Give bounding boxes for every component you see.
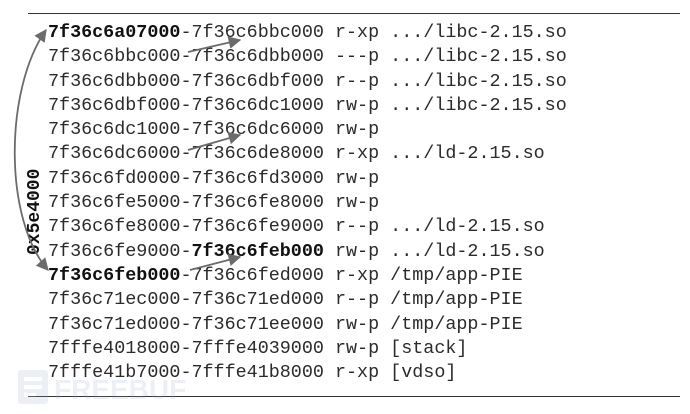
offset-label: 0x5e4000 (25, 168, 45, 256)
row-start-address: 7f36c71ec000 (48, 289, 181, 311)
row-start-address: 7f36c71ed000 (48, 313, 181, 335)
row-path: .../libc-2.15.so (390, 22, 567, 43)
row-separator: - (180, 264, 192, 286)
row-separator: - (180, 362, 192, 384)
row-separator: - (180, 70, 192, 92)
row-end-address: 7f36c71ee000 (191, 313, 324, 335)
freebuf-logo-icon (18, 370, 48, 404)
map-row: 7f36c71ec000-7f36c71ed000 r--p /tmp/app-… (48, 288, 567, 312)
row-separator: - (180, 216, 192, 238)
bottom-rule (28, 396, 680, 397)
row-path: .../ld-2.15.so (390, 143, 545, 165)
freebuf-watermark-text: FREEBUF (54, 374, 186, 405)
row-permissions: ---p (334, 46, 380, 68)
row-end-address: 7f36c6fe9000 (191, 216, 324, 238)
row-start-address: 7fffe41b7000 (48, 362, 181, 384)
row-permissions: rw-p (334, 167, 380, 189)
row-start-address: 7f36c6fe9000 (48, 240, 181, 262)
row-end-address: 7f36c6dbb000 (191, 46, 324, 68)
freebuf-watermark: FREEBUF (18, 370, 186, 405)
row-end-address: 7f36c6bbc000 (191, 22, 324, 43)
row-permissions: rw-p (334, 192, 380, 214)
row-permissions: r-xp (334, 264, 380, 286)
row-permissions: r--p (334, 216, 380, 238)
row-separator: - (180, 313, 192, 335)
row-path: [vdso] (390, 362, 457, 384)
row-permissions: r-xp (334, 362, 380, 384)
row-separator: - (180, 337, 192, 359)
row-separator: - (180, 94, 192, 116)
map-row: 7f36c6dc6000-7f36c6de8000 r-xp .../ld-2.… (48, 142, 567, 166)
map-row: 7f36c6fe8000-7f36c6fe9000 r--p .../ld-2.… (48, 215, 567, 239)
row-permissions: rw-p (334, 313, 380, 335)
row-start-address: 7f36c6fe5000 (48, 192, 181, 214)
map-row: 7f36c6dc1000-7f36c6dc6000 rw-p (48, 118, 567, 142)
row-end-address: 7f36c6fed000 (191, 264, 324, 286)
row-end-address: 7f36c6dc6000 (191, 119, 324, 141)
map-row: 7f36c6dbf000-7f36c6dc1000 rw-p .../libc-… (48, 94, 567, 118)
row-permissions: rw-p (334, 240, 380, 262)
row-end-address: 7f36c6dc1000 (191, 94, 324, 116)
row-start-address: 7f36c6a07000 (48, 22, 181, 43)
row-separator: - (180, 22, 192, 43)
row-path: [stack] (390, 337, 468, 359)
row-start-address: 7f36c6fe8000 (48, 216, 181, 238)
row-permissions: rw-p (334, 337, 380, 359)
map-row: 7f36c6a07000-7f36c6bbc000 r-xp .../libc-… (48, 21, 567, 45)
row-separator: - (180, 240, 192, 262)
row-separator: - (180, 46, 192, 68)
row-start-address: 7f36c6fd0000 (48, 167, 181, 189)
row-start-address: 7fffe4018000 (48, 337, 181, 359)
memory-map-table: 7f36c6a07000-7f36c6bbc000 r-xp .../libc-… (48, 21, 567, 385)
row-start-address: 7f36c6dbb000 (48, 70, 181, 92)
row-path: .../libc-2.15.so (390, 94, 567, 116)
row-permissions: rw-p (334, 119, 380, 141)
row-separator: - (180, 119, 192, 141)
row-end-address: 7fffe4039000 (191, 337, 324, 359)
map-row: 7f36c6feb000-7f36c6fed000 r-xp /tmp/app-… (48, 264, 567, 288)
row-separator: - (180, 167, 192, 189)
row-path: /tmp/app-PIE (390, 264, 523, 286)
row-path: /tmp/app-PIE (390, 289, 523, 311)
row-end-address: 7f36c71ed000 (191, 289, 324, 311)
row-end-address: 7fffe41b8000 (191, 362, 324, 384)
map-row: 7f36c6fe5000-7f36c6fe8000 rw-p (48, 191, 567, 215)
row-start-address: 7f36c6feb000 (48, 264, 181, 286)
row-start-address: 7f36c6dbf000 (48, 94, 181, 116)
map-row: 7fffe4018000-7fffe4039000 rw-p [stack] (48, 337, 567, 361)
row-end-address: 7f36c6dbf000 (191, 70, 324, 92)
row-end-address: 7f36c6de8000 (191, 143, 324, 165)
map-row: 7fffe41b7000-7fffe41b8000 r-xp [vdso] (48, 361, 567, 385)
map-row: 7f36c6dbb000-7f36c6dbf000 r--p .../libc-… (48, 70, 567, 94)
row-separator: - (180, 192, 192, 214)
row-end-address: 7f36c6fe8000 (191, 192, 324, 214)
row-permissions: r--p (334, 289, 380, 311)
row-start-address: 7f36c6dc1000 (48, 119, 181, 141)
row-separator: - (180, 289, 192, 311)
map-row: 7f36c71ed000-7f36c71ee000 rw-p /tmp/app-… (48, 313, 567, 337)
row-path: .../ld-2.15.so (390, 216, 545, 238)
map-row: 7f36c6bbc000-7f36c6dbb000 ---p .../libc-… (48, 45, 567, 69)
row-path: /tmp/app-PIE (390, 313, 523, 335)
row-permissions: r--p (334, 70, 380, 92)
row-start-address: 7f36c6bbc000 (48, 46, 181, 68)
row-separator: - (180, 143, 192, 165)
row-path: .../libc-2.15.so (390, 70, 567, 92)
top-rule (28, 13, 680, 14)
row-path: .../libc-2.15.so (390, 46, 567, 68)
row-start-address: 7f36c6dc6000 (48, 143, 181, 165)
row-permissions: r-xp (334, 143, 380, 165)
row-end-address: 7f36c6fd3000 (191, 167, 324, 189)
map-row: 7f36c6fe9000-7f36c6feb000 rw-p .../ld-2.… (48, 240, 567, 264)
row-end-address: 7f36c6feb000 (191, 240, 324, 262)
row-permissions: rw-p (334, 94, 380, 116)
map-row: 7f36c6fd0000-7f36c6fd3000 rw-p (48, 167, 567, 191)
row-path: .../ld-2.15.so (390, 240, 545, 262)
row-permissions: r-xp (334, 22, 380, 43)
